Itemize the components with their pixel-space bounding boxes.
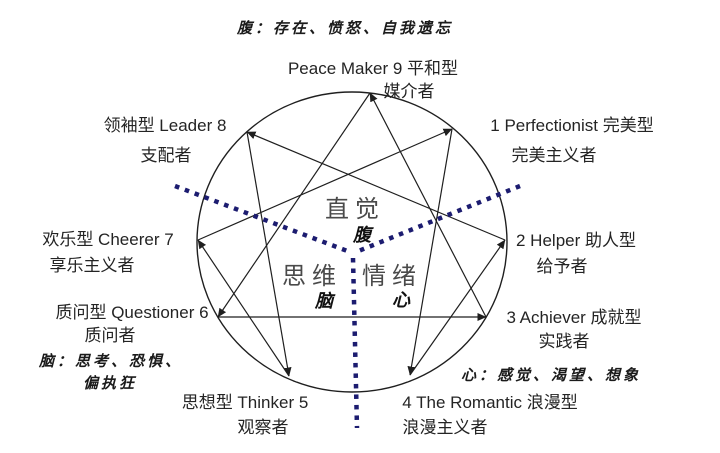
center-thinking-sub: 脑 <box>315 291 333 312</box>
type-1-label: 1 Perfectionist 完美型 <box>490 116 654 135</box>
type-7-label: 欢乐型 Cheerer 7 <box>42 230 174 249</box>
center-emotion-label: 情绪 <box>362 262 422 290</box>
type-4-label: 4 The Romantic 浪漫型 <box>402 393 578 412</box>
center-intuition-sub: 腹 <box>353 225 371 246</box>
divider-dotted-vertical <box>350 257 360 429</box>
center-emotion-sub: 心 <box>392 290 410 311</box>
type-9-alias: 媒介者 <box>383 82 435 101</box>
type-3-alias: 实践者 <box>538 332 590 351</box>
type-6-alias: 质问者 <box>84 326 136 345</box>
annotation-head-line1: 脑：思考、恐惧、 <box>38 352 184 370</box>
type-9-label: Peace Maker 9 平和型 <box>287 59 459 78</box>
enneagram-circle <box>196 91 508 393</box>
divider-dotted-right <box>355 183 521 255</box>
annotation-belly: 腹：存在、愤怒、自我遗忘 <box>236 19 454 37</box>
center-thinking-label: 思维 <box>282 262 342 290</box>
type-3-label: 3 Achiever 成就型 <box>506 308 642 327</box>
line-8-to-5 <box>246 131 292 377</box>
type-5-alias: 观察者 <box>237 418 289 437</box>
type-8-alias: 支配者 <box>140 146 192 165</box>
type-6-label: 质问型 Questioner 6 <box>55 303 209 322</box>
type-1-alias: 完美主义者 <box>511 146 597 165</box>
type-4-alias: 浪漫主义者 <box>402 418 488 437</box>
type-7-alias: 享乐主义者 <box>49 256 135 275</box>
line-5-to-7 <box>197 239 290 377</box>
line-9-to-6 <box>217 92 371 318</box>
center-intuition-label: 直觉 <box>325 195 385 223</box>
type-2-label: 2 Helper 助人型 <box>516 231 636 250</box>
line-4-to-2 <box>409 239 506 376</box>
line-3-to-9 <box>369 92 487 318</box>
line-2-to-8 <box>246 131 506 241</box>
line-7-to-1 <box>197 128 453 241</box>
type-2-alias: 给予者 <box>536 257 588 276</box>
type-8-label: 领袖型 Leader 8 <box>103 116 227 135</box>
annotation-heart: 心：感觉、渴望、想象 <box>460 366 642 384</box>
type-5-label: 思想型 Thinker 5 <box>181 393 309 412</box>
annotation-head-line2: 偏执狂 <box>82 374 138 392</box>
line-1-to-4 <box>407 128 453 376</box>
